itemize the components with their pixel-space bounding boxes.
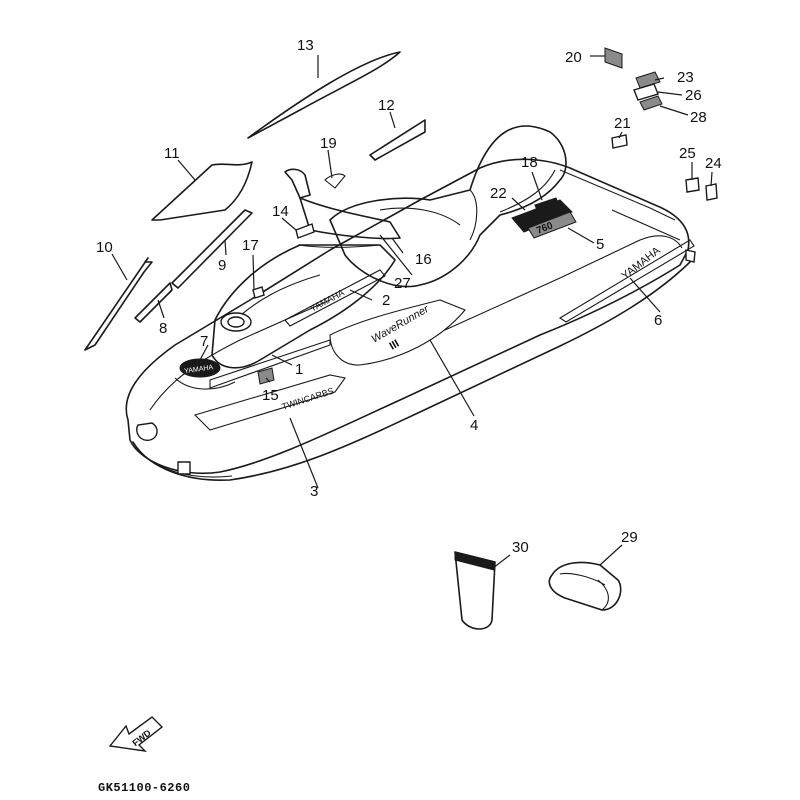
callout-14: 14 [272, 203, 289, 220]
callout-23: 23 [677, 69, 694, 86]
hood-and-steering: YAMAHA [174, 168, 401, 390]
callout-19: 19 [320, 135, 337, 152]
callout-10: 10 [96, 239, 113, 256]
roman-numeral-decal-text: III [388, 338, 402, 353]
callout-24: 24 [705, 155, 722, 172]
callout-5: 5 [596, 236, 604, 253]
yamaha-emblem-text: YAMAHA [184, 364, 214, 375]
callout-22: 22 [490, 185, 507, 202]
decal-21 [611, 134, 628, 149]
callout-16: 16 [415, 251, 432, 268]
watercraft-hull [125, 158, 696, 481]
callout-13: 13 [297, 37, 314, 54]
waverunner-decal-text: WaveRunner [370, 303, 433, 346]
callout-15: 15 [262, 387, 279, 404]
callout-28: 28 [690, 109, 707, 126]
callout-12: 12 [378, 97, 395, 114]
decal-8 [134, 282, 173, 323]
callout-26: 26 [685, 87, 702, 104]
decal-24 [705, 183, 718, 201]
callout-21: 21 [614, 115, 631, 132]
callout-9: 9 [218, 257, 226, 274]
callout-27: 27 [394, 275, 411, 292]
callout-2: 2 [382, 292, 390, 309]
decal-20 [604, 47, 623, 69]
decal-23 [635, 71, 661, 89]
decal-10 [84, 257, 153, 351]
callout-30: 30 [512, 539, 529, 556]
callout-20: 20 [565, 49, 582, 66]
fwd-arrow-icon: FWD [108, 716, 164, 752]
seat [329, 125, 567, 288]
callout-numbers: 13 12 11 19 14 17 9 10 8 7 1 15 2 3 4 16… [96, 37, 722, 556]
callout-25: 25 [679, 145, 696, 162]
decal-25 [685, 177, 700, 193]
decal-26 [633, 83, 659, 101]
callout-29: 29 [621, 529, 638, 546]
decal-28 [639, 95, 663, 111]
small-labels [252, 173, 346, 299]
callout-7: 7 [200, 333, 208, 350]
part-30-cover [454, 551, 496, 630]
decal-11 [151, 161, 253, 221]
part-code: GK51100-6260 [98, 781, 190, 795]
decal-9 [171, 209, 253, 289]
callout-17: 17 [242, 237, 259, 254]
callout-3: 3 [310, 483, 318, 500]
part-29-pad [548, 561, 622, 611]
decal-12 [369, 119, 426, 161]
callout-8: 8 [159, 320, 167, 337]
decal-13 [247, 51, 401, 139]
callout-11: 11 [164, 145, 180, 162]
yamaha-hood-decal-text: YAMAHA [308, 287, 346, 313]
callout-18: 18 [521, 154, 538, 171]
callout-6: 6 [654, 312, 662, 329]
leader-lines [111, 55, 713, 569]
twin-carbs-decal-text: TWINCARBS [281, 386, 335, 412]
callout-1: 1 [295, 361, 303, 378]
callout-4: 4 [470, 417, 478, 434]
